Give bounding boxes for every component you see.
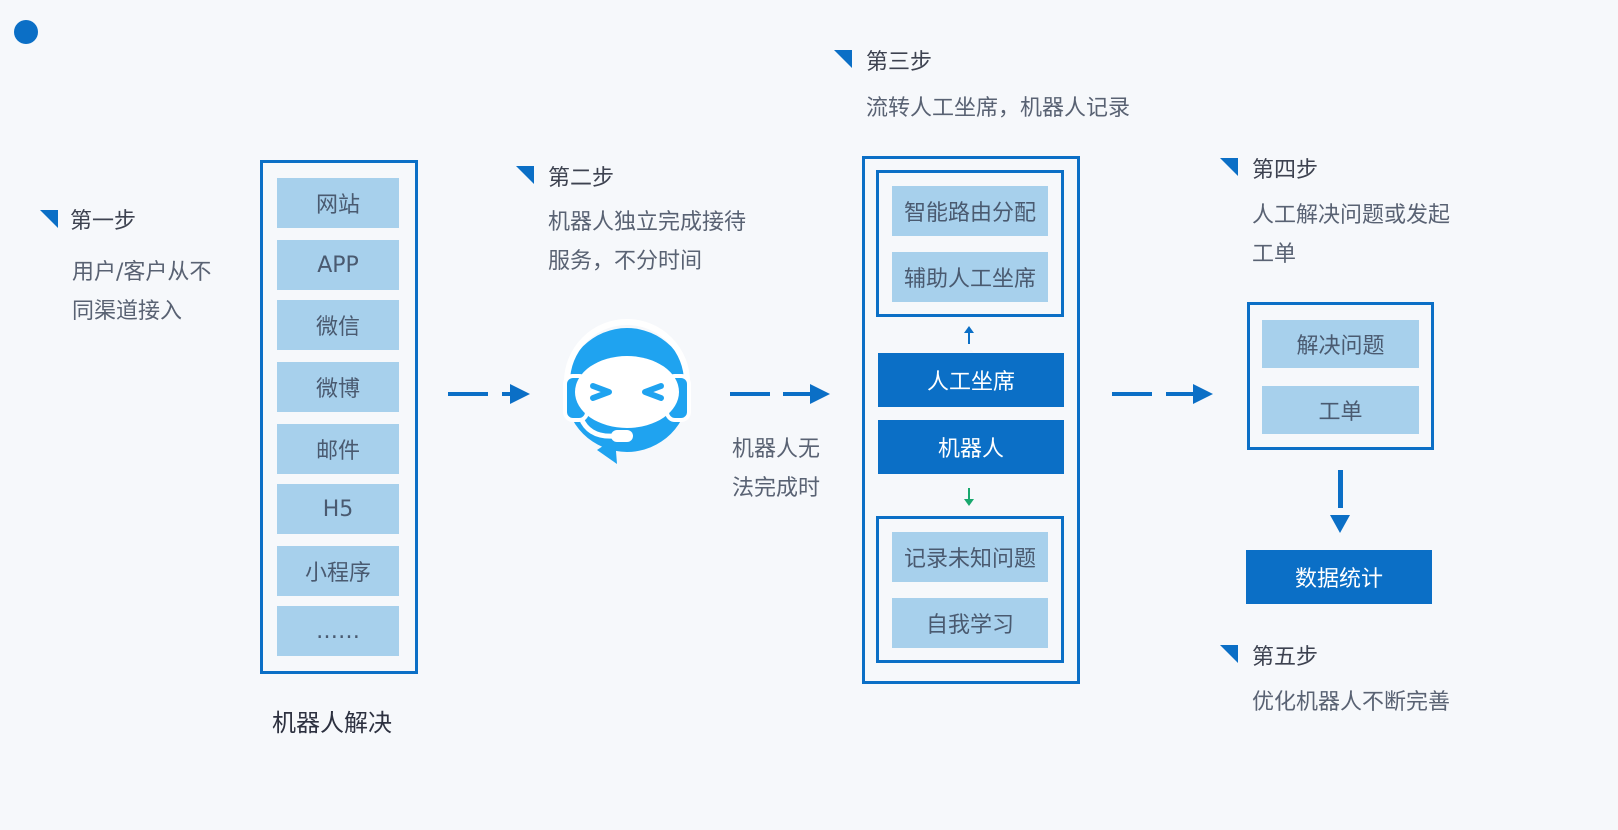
ticket-box: 工单 xyxy=(1262,386,1419,434)
routing-box: 智能路由分配 xyxy=(892,186,1048,236)
decorative-dot xyxy=(14,20,38,44)
channel-h5: H5 xyxy=(277,484,399,534)
stage3-bottom-frame xyxy=(876,516,1064,663)
arrow3-dash xyxy=(1112,392,1152,396)
robot-headset-icon xyxy=(563,319,691,464)
step4-title: 第四步 xyxy=(1252,158,1319,183)
down-arrow-icon xyxy=(964,488,974,506)
stats-box: 数据统计 xyxy=(1246,550,1432,604)
channel-more: …… xyxy=(277,606,399,656)
step3-title: 第三步 xyxy=(866,50,933,75)
step3-desc: 流转人工坐席，机器人记录 xyxy=(866,96,1131,121)
step2-title: 第二步 xyxy=(548,166,615,191)
arrow1-dash xyxy=(502,392,512,396)
arrow1-dash xyxy=(448,392,488,396)
stage4-frame xyxy=(1247,302,1434,450)
arrow2-dash xyxy=(783,392,813,396)
channel-wechat: 微信 xyxy=(277,300,399,350)
robot-caption: 机器人解决 xyxy=(272,709,392,737)
step2-desc: 机器人独立完成接待 服务，不分时间 xyxy=(548,210,747,274)
step1-flag-icon xyxy=(40,210,58,228)
channel-app: APP xyxy=(277,240,399,290)
step5-flag-icon xyxy=(1220,645,1238,663)
fallback-note: 机器人无 法完成时 xyxy=(732,437,821,501)
step1-title: 第一步 xyxy=(70,209,137,234)
channel-email: 邮件 xyxy=(277,424,399,474)
up-arrow-icon xyxy=(964,326,974,344)
step4-flag-icon xyxy=(1220,158,1238,176)
down-arrow-shaft xyxy=(1338,470,1343,508)
step4-desc: 人工解决问题或发起 工单 xyxy=(1252,203,1451,267)
channels-frame xyxy=(260,160,418,674)
step3-flag-icon xyxy=(834,50,852,68)
self-learning-box: 自我学习 xyxy=(892,598,1048,648)
arrow3-head-icon xyxy=(1193,384,1213,404)
arrow3-dash xyxy=(1166,392,1196,396)
assist-agent-box: 辅助人工坐席 xyxy=(892,252,1048,302)
arrow2-head-icon xyxy=(810,384,830,404)
stage3-frame xyxy=(862,156,1080,684)
step2-flag-icon xyxy=(516,166,534,184)
record-unknown-box: 记录未知问题 xyxy=(892,532,1048,582)
robot-box: 机器人 xyxy=(878,420,1064,474)
solve-problem-box: 解决问题 xyxy=(1262,320,1419,368)
arrow2-dash xyxy=(730,392,770,396)
channel-miniprogram: 小程序 xyxy=(277,546,399,596)
stage3-top-frame xyxy=(876,170,1064,317)
step5-desc: 优化机器人不断完善 xyxy=(1252,690,1451,715)
channel-website: 网站 xyxy=(277,178,399,228)
human-agent-box: 人工坐席 xyxy=(878,353,1064,407)
arrow1-head-icon xyxy=(510,384,530,404)
down-arrow-head-icon xyxy=(1330,515,1350,533)
channel-weibo: 微博 xyxy=(277,362,399,412)
step5-title: 第五步 xyxy=(1252,645,1319,670)
step1-desc: 用户/客户从不 同渠道接入 xyxy=(72,260,212,324)
